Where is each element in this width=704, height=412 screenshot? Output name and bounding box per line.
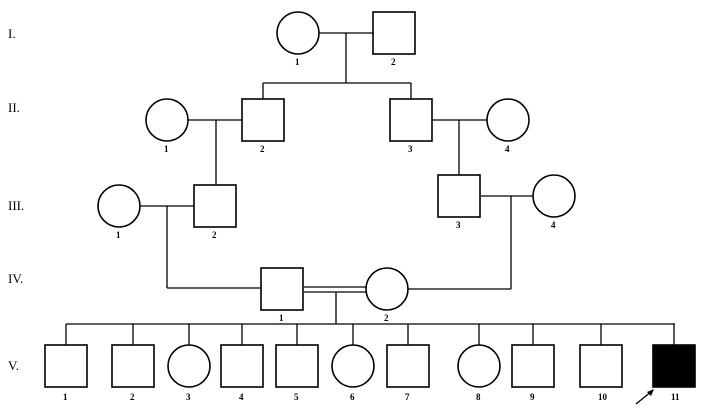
individual-number: 5 xyxy=(294,392,299,402)
individual-number: 6 xyxy=(350,392,355,402)
male-square xyxy=(241,98,285,142)
individual-v-8: 8 xyxy=(457,344,501,402)
individual-v-4: 4 xyxy=(220,344,264,402)
male-square xyxy=(275,344,319,388)
individual-iii-2: 2 xyxy=(193,184,237,240)
individual-iv-1: 1 xyxy=(260,267,304,323)
individual-number: 8 xyxy=(476,392,481,402)
individual-iii-3: 3 xyxy=(437,174,481,230)
male-square xyxy=(389,98,433,142)
individual-number: 1 xyxy=(279,313,284,323)
affected-male-square xyxy=(652,344,696,388)
individual-v-7: 7 xyxy=(386,344,430,402)
individual-number: 2 xyxy=(384,313,389,323)
male-square xyxy=(437,174,481,218)
individual-number: 1 xyxy=(295,57,300,67)
generation-label: III. xyxy=(8,198,24,213)
individual-number: 4 xyxy=(239,392,244,402)
individual-number: 2 xyxy=(260,144,265,154)
male-square xyxy=(372,11,416,55)
individual-number: 1 xyxy=(63,392,68,402)
generation-labels: I. II. III. IV. V. xyxy=(8,26,24,373)
individual-number: 2 xyxy=(212,230,217,240)
proband-arrow xyxy=(635,389,654,405)
individual-number: 2 xyxy=(130,392,135,402)
individual-iii-1: 1 xyxy=(97,184,141,240)
female-circle xyxy=(532,174,576,218)
individual-v-2: 2 xyxy=(111,344,155,402)
generation-label: V. xyxy=(8,358,19,373)
individual-iv-2: 2 xyxy=(365,267,409,323)
male-square xyxy=(44,344,88,388)
individual-number: 3 xyxy=(186,392,191,402)
individual-iii-4: 4 xyxy=(532,174,576,230)
female-circle xyxy=(331,344,375,388)
individual-number: 2 xyxy=(391,57,396,67)
individual-i-2: 2 xyxy=(372,11,416,67)
individual-number: 10 xyxy=(598,392,608,402)
individual-v-3: 3 xyxy=(167,344,211,402)
male-square xyxy=(386,344,430,388)
individual-number: 1 xyxy=(116,230,121,240)
individual-i-1: 1 xyxy=(276,11,320,67)
male-square xyxy=(579,344,623,388)
individual-v-5: 5 xyxy=(275,344,319,402)
pedigree-lines xyxy=(66,32,675,325)
individual-number: 7 xyxy=(405,392,410,402)
female-circle xyxy=(457,344,501,388)
female-circle xyxy=(145,98,189,142)
individual-v-9: 9 xyxy=(511,344,555,402)
individual-ii-4: 4 xyxy=(486,98,530,154)
individual-number: 4 xyxy=(505,144,510,154)
individual-number: 1 xyxy=(164,144,169,154)
individual-number: 9 xyxy=(530,392,535,402)
female-circle xyxy=(167,344,211,388)
individual-number: 11 xyxy=(671,392,680,402)
individual-number: 3 xyxy=(456,220,461,230)
generation-V-child-lines xyxy=(65,324,675,345)
male-square xyxy=(511,344,555,388)
female-circle xyxy=(365,267,409,311)
individual-number: 3 xyxy=(408,144,413,154)
individual-ii-1: 1 xyxy=(145,98,189,154)
individual-v-10: 10 xyxy=(579,344,623,402)
male-square xyxy=(260,267,304,311)
individual-v-6: 6 xyxy=(331,344,375,402)
individual-v-11: 11 xyxy=(652,344,696,402)
individual-ii-2: 2 xyxy=(241,98,285,154)
male-square xyxy=(111,344,155,388)
individual-ii-3: 3 xyxy=(389,98,433,154)
individual-number: 4 xyxy=(551,220,556,230)
female-circle xyxy=(486,98,530,142)
individual-v-1: 1 xyxy=(44,344,88,402)
male-square xyxy=(220,344,264,388)
generation-label: I. xyxy=(8,26,16,41)
generation-label: IV. xyxy=(8,271,23,286)
generation-label: II. xyxy=(8,100,20,115)
male-square xyxy=(193,184,237,228)
pedigree-individuals: 1 2 1 2 3 4 1 2 3 4 1 2 1 2 3 4 5 6 7 8 9 10 11 xyxy=(44,11,696,402)
female-circle xyxy=(276,11,320,55)
female-circle xyxy=(97,184,141,228)
